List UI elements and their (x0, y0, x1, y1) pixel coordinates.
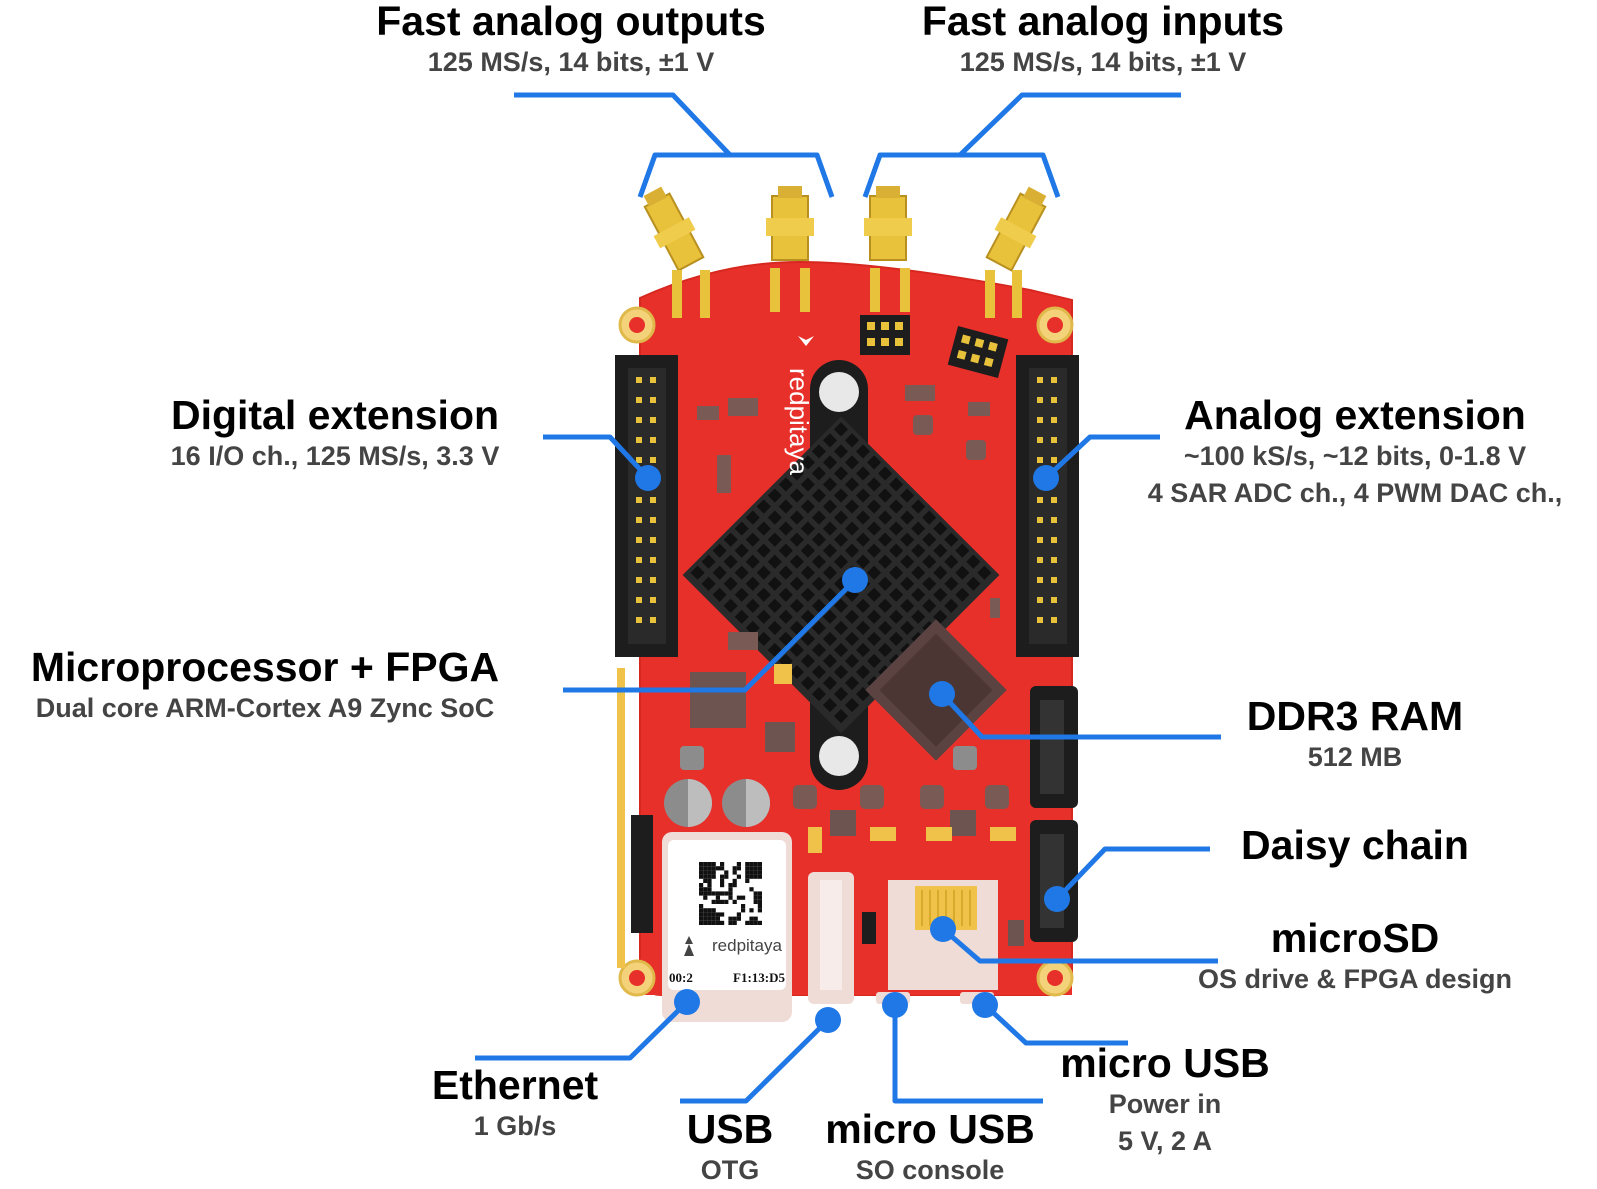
dot-cpu-fpga (842, 567, 868, 593)
leader-micro-usb-console (892, 1005, 1043, 1104)
callout-micro-usb-power: micro USB Power in 5 V, 2 A (1040, 1040, 1290, 1160)
dot-micro-usb-power (972, 992, 998, 1018)
sma-connector-out1 (643, 186, 705, 272)
callout-subtitle: 1 Gb/s (473, 1111, 557, 1141)
brand-logo-icon (684, 936, 694, 956)
leader-lines (475, 92, 1221, 1104)
callout-title: Ethernet (431, 1062, 599, 1108)
daisy-chain-connectors (1030, 686, 1078, 942)
callout-digital-extension: Digital extension 16 I/O ch., 125 MS/s, … (140, 392, 530, 475)
sma-connector-in2 (985, 186, 1047, 272)
dot-ddr3 (929, 681, 955, 707)
board-logo-icon (798, 336, 814, 346)
callout-title: Analog extension (1184, 392, 1526, 438)
leader-fast-outputs (514, 92, 835, 198)
callout-micro-usb-console: micro USB SO console (805, 1106, 1055, 1189)
callout-title: Microprocessor + FPGA (30, 644, 500, 690)
callout-subtitle: OS drive & FPGA design (1197, 964, 1513, 994)
qr-brand-text: redpitaya (712, 936, 782, 955)
leader-usb-otg (680, 1018, 830, 1104)
callout-title: microSD (1270, 915, 1440, 961)
dot-micro-usb-console (882, 992, 908, 1018)
callout-subtitle: 16 I/O ch., 125 MS/s, 3.3 V (170, 441, 500, 471)
callout-title: Daisy chain (1241, 822, 1469, 868)
callout-daisy-chain: Daisy chain (1205, 822, 1505, 868)
leader-microsd (941, 927, 1218, 964)
digital-extension-header (615, 355, 678, 657)
callout-ddr3: DDR3 RAM 512 MB (1205, 693, 1505, 776)
leader-digital-extension (543, 434, 650, 480)
leader-analog-extension (1044, 434, 1160, 480)
dot-microsd (930, 916, 956, 942)
mac-left-text: 00:2 (669, 970, 693, 985)
callout-title: micro USB (825, 1106, 1035, 1152)
qr-code (699, 862, 762, 925)
callout-subtitle: ~100 kS/s, ~12 bits, 0-1.8 V (1183, 441, 1527, 471)
edge-pads (617, 668, 625, 968)
callout-subtitle: SO console (855, 1155, 1005, 1185)
callout-ethernet: Ethernet 1 Gb/s (390, 1062, 640, 1145)
leader-daisy-chain (1055, 846, 1210, 901)
sma-connector-out2 (766, 186, 814, 261)
analog-extension-header (1016, 355, 1079, 657)
callout-title: Fast analog outputs (376, 0, 766, 44)
callout-fast-inputs: Fast analog inputs 125 MS/s, 14 bits, ±1… (903, 0, 1303, 81)
dot-daisy-chain (1044, 886, 1070, 912)
dot-usb-otg (815, 1007, 841, 1033)
leader-cpu-fpga (563, 578, 857, 693)
callout-subtitle: 125 MS/s, 14 bits, ±1 V (427, 47, 715, 77)
callout-subtitle-2: 5 V, 2 A (1117, 1126, 1213, 1156)
sma-connector-in1 (864, 186, 912, 261)
callout-subtitle: OTG (700, 1155, 760, 1185)
callout-cpu-fpga: Microprocessor + FPGA Dual core ARM-Cort… (0, 644, 530, 727)
jumper-header-left (860, 315, 910, 355)
callout-subtitle-2: 4 SAR ADC ch., 4 PWM DAC ch., (1147, 478, 1563, 508)
callout-subtitle: Power in (1108, 1089, 1222, 1119)
leader-ddr3 (940, 692, 1221, 740)
callout-fast-outputs: Fast analog outputs 125 MS/s, 14 bits, ±… (361, 0, 781, 81)
callout-title: Digital extension (170, 392, 500, 438)
dot-analog-extension (1033, 465, 1059, 491)
callout-subtitle: Dual core ARM-Cortex A9 Zync SoC (35, 693, 495, 723)
usb-otg-port (808, 872, 854, 1004)
mac-right-text: F1:13:D5 (733, 970, 785, 985)
callout-title: USB (686, 1106, 774, 1152)
dot-digital-extension (635, 465, 661, 491)
leader-ethernet (475, 1000, 689, 1061)
smd-components (664, 385, 1024, 946)
jumper-header-right (947, 325, 1009, 379)
callout-title: Fast analog inputs (921, 0, 1285, 44)
callout-title: DDR3 RAM (1246, 693, 1464, 739)
leader-micro-usb-power (983, 1003, 1128, 1046)
callout-usb-otg: USB OTG (665, 1106, 795, 1189)
callout-subtitle: 512 MB (1307, 742, 1403, 772)
board-logo-text: redpitaya (784, 368, 814, 475)
board: redpitaya 00:2 F1:13:D5 redpitay (615, 186, 1079, 1022)
callout-microsd: microSD OS drive & FPGA design (1165, 915, 1545, 998)
ethernet-jack: redpitaya 00:2 F1:13:D5 (662, 832, 792, 1022)
callout-title: micro USB (1060, 1040, 1270, 1086)
leader-fast-inputs (862, 92, 1181, 198)
callout-analog-extension: Analog extension ~100 kS/s, ~12 bits, 0-… (1115, 392, 1595, 512)
dot-ethernet (674, 989, 700, 1015)
callout-subtitle: 125 MS/s, 14 bits, ±1 V (959, 47, 1247, 77)
side-header (631, 815, 653, 933)
leader-dots (635, 465, 1070, 1033)
